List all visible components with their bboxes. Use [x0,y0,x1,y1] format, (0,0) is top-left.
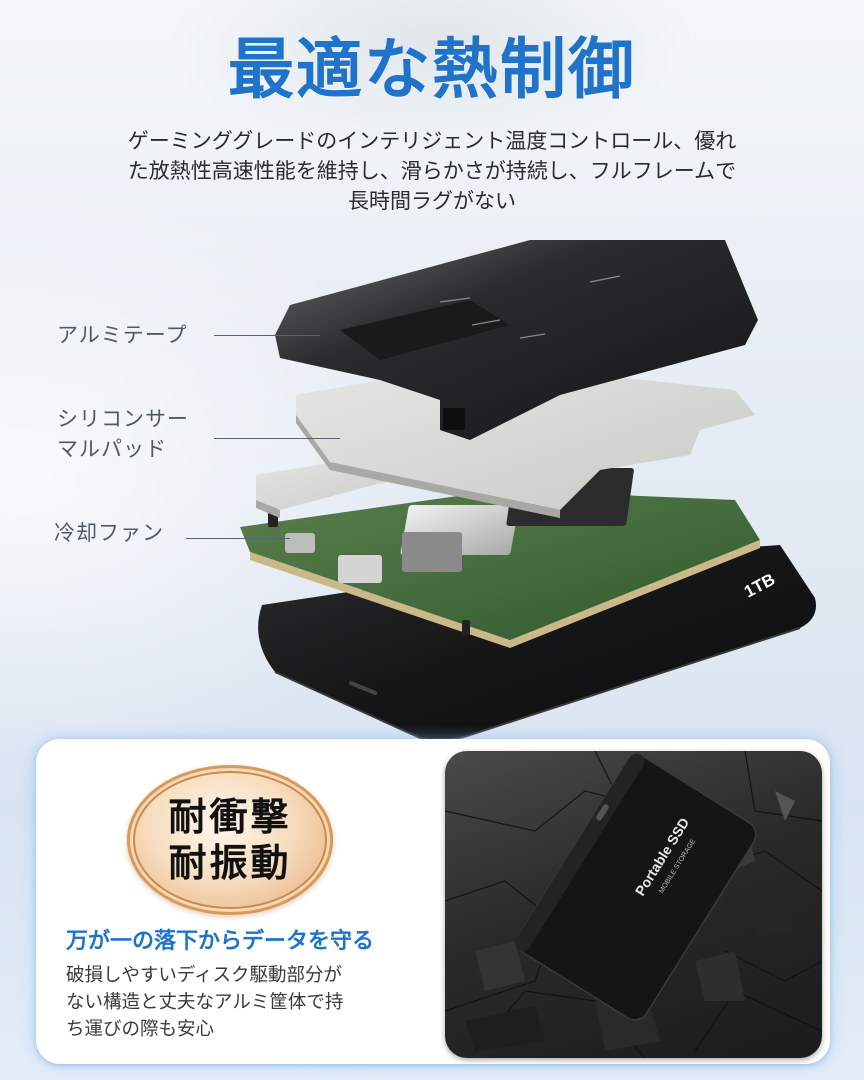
page-title: 最適な熱制御 [228,31,636,108]
label-cooling-fan: 冷却ファン [54,521,164,545]
portable-ssd-device: Portable SSD MOBILE STORAGE [515,753,757,1021]
ssd-top-case [275,240,758,440]
feature-description: 破損しやすいディスク駆動部分が ない構造と丈夫なアルミ筐体で持 ち運びの際も安心 [66,965,344,1040]
subtitle-line: ゲーミンググレードのインテリジェント温度コントロール、優れ [127,129,737,153]
subtitle-line: た放熱性高速性能を維持し、滑らかさが持続し、フルフレームで [127,159,737,183]
subtitle: ゲーミンググレードのインテリジェント温度コントロール、優れ た放熱性高速性能を維… [60,126,804,216]
label-aluminum-tape: アルミテープ [57,323,188,347]
subtitle-line: 長時間ラグがない [348,189,516,213]
product-photo-shattered: Portable SSD MOBILE STORAGE [445,751,822,1058]
thermal-pad [256,362,755,518]
label-silicone-thermal-pad: シリコンサー マルパッド [57,407,189,461]
leader-line [214,438,340,439]
leader-line [214,335,320,336]
shock-resistance-badge: 耐衝撃 耐振動 [127,765,333,915]
feature-heading: 万が一の落下からデータを守る [66,929,375,954]
leader-line [186,538,290,539]
exploded-ssd-illustration: 1TB [240,240,816,742]
